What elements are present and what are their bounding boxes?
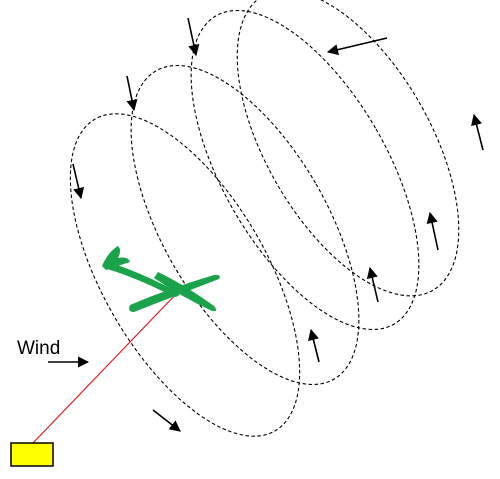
loop-4 bbox=[236, 0, 460, 297]
arrow-down-right bbox=[152, 409, 181, 432]
ground-station-box bbox=[10, 442, 54, 467]
loop-2 bbox=[130, 64, 360, 386]
wind-label: Wind bbox=[17, 338, 60, 359]
arrow-down-2 bbox=[126, 75, 138, 112]
loop-1 bbox=[69, 113, 301, 437]
arrow-up-1 bbox=[471, 113, 484, 151]
tether-line bbox=[32, 291, 179, 444]
arrow-up-4 bbox=[308, 328, 320, 363]
arrow-up-2 bbox=[426, 211, 439, 251]
arrow-up-3 bbox=[366, 266, 379, 303]
glider-kite-icon bbox=[102, 246, 220, 312]
arrow-left-top bbox=[326, 37, 388, 56]
arrow-down-3 bbox=[72, 163, 85, 200]
arrow-down-1 bbox=[187, 17, 200, 57]
loop-3 bbox=[190, 9, 420, 331]
flight-path-loops bbox=[69, 0, 460, 437]
direction-arrows bbox=[72, 17, 484, 432]
